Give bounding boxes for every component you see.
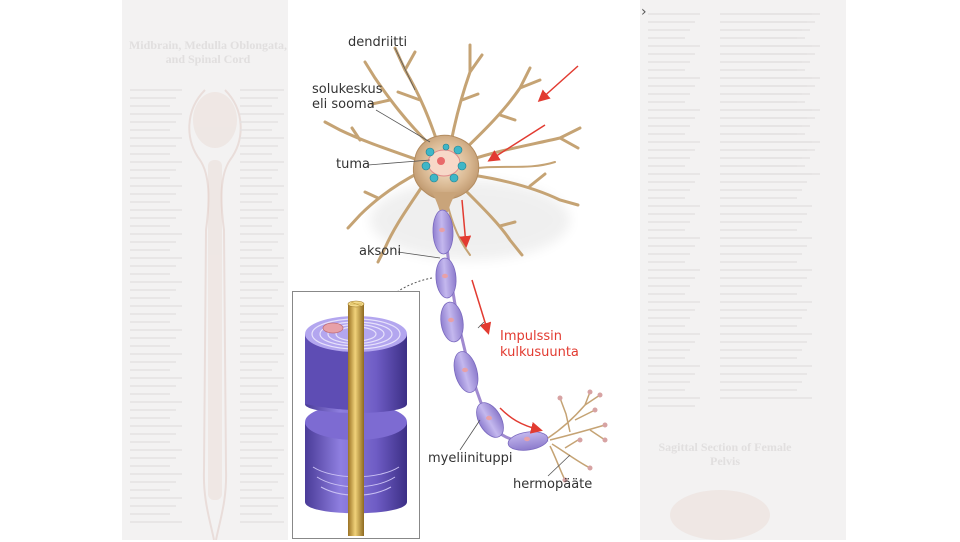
label-soma-line1: solukeskus <box>312 82 383 97</box>
schwann-nucleus <box>439 227 445 233</box>
nucleus <box>421 143 467 183</box>
label-axon: aksoni <box>359 244 402 259</box>
label-soma-line2: eli sooma <box>312 97 375 112</box>
chevron-right-icon: › <box>641 4 647 20</box>
schwann-nucleus <box>524 436 530 442</box>
background-title-left: Midbrain, Medulla Oblongata, and Spinal … <box>128 38 288 66</box>
background-title-right: Sagittal Section of Female Pelvis <box>658 440 792 468</box>
label-impulse-line2: kulkusuunta <box>500 345 579 360</box>
myelin-detail-inset <box>292 291 420 539</box>
myelin-segments <box>432 209 549 451</box>
schwann-nucleus <box>462 367 468 373</box>
label-dendrite: dendriitti <box>348 35 408 50</box>
label-nucleus: tuma <box>336 157 370 172</box>
label-myelin: myeliinituppi <box>428 451 513 466</box>
label-terminal: hermopääte <box>513 477 593 492</box>
myelin-cross-section <box>305 300 407 536</box>
schwann-nucleus <box>448 317 454 323</box>
schwann-nucleus <box>442 273 448 279</box>
axon-terminals <box>547 391 606 481</box>
label-impulse-line1: Impulssin <box>500 329 562 344</box>
schwann-nucleus <box>486 415 492 421</box>
impulse-arrows <box>459 65 579 434</box>
label-leaders <box>367 47 571 477</box>
